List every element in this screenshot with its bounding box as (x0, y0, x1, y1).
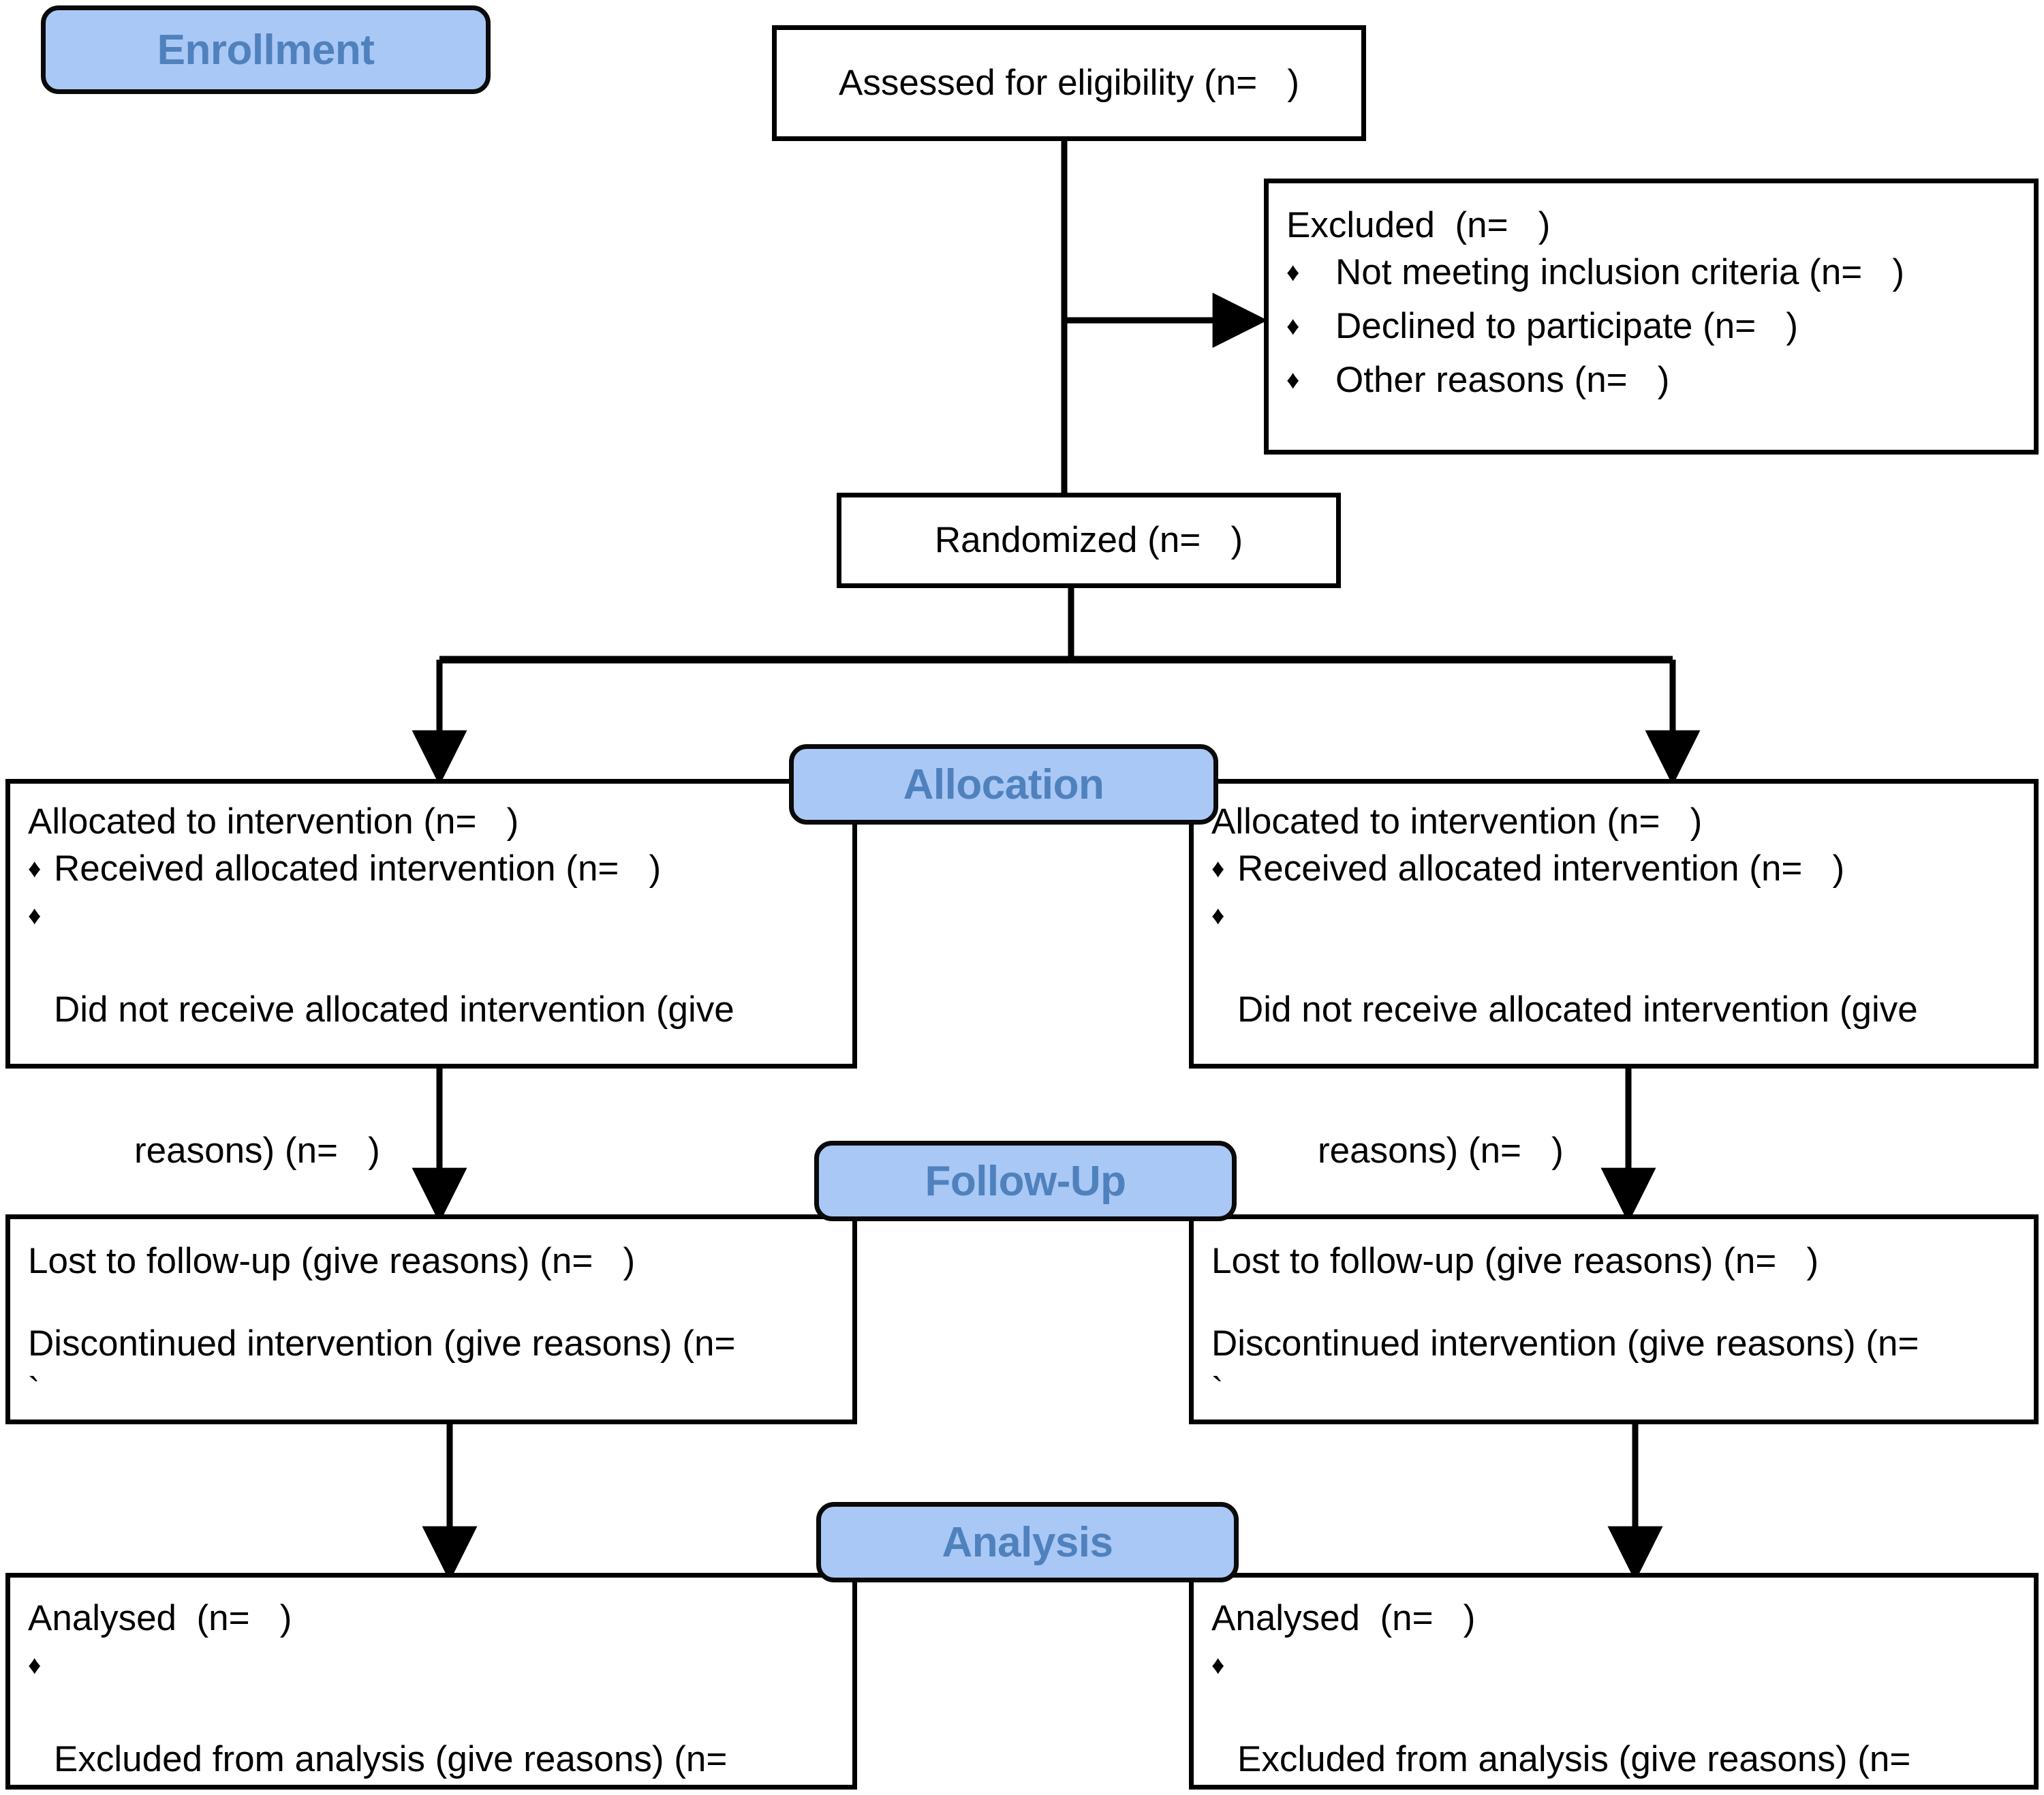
box-allocated-right: Allocated to intervention (n= ) ♦ Receiv… (1189, 779, 2039, 1171)
analysed-left-excluded-item: ♦ Excluded from analysis (give reasons) … (28, 1642, 835, 1795)
excluded-reason-text: Declined to participate (n= ) (1335, 306, 1799, 347)
followup-right-discontinued-line1: Discontinued intervention (give reasons)… (1211, 1323, 1919, 1364)
allocated-right-heading: Allocated to intervention (n= ) (1211, 801, 1703, 842)
excluded-reason-item: ♦ Other reasons (n= ) (1286, 357, 2016, 404)
stage-badge-analysis-label: Analysis (942, 1518, 1113, 1566)
randomized-text: Randomized (n= ) (934, 519, 1243, 560)
excluded-reason-item: ♦ Declined to participate (n= ) (1286, 303, 2016, 350)
excluded-reason-item: ♦ Not meeting inclusion criteria (n= ) (1286, 249, 2016, 296)
diamond-bullet-icon: ♦ (28, 902, 42, 931)
stage-badge-allocation-label: Allocation (903, 761, 1104, 808)
diamond-bullet-icon: ♦ (1286, 366, 1300, 395)
stage-badge-allocation: Allocation (789, 744, 1218, 825)
stage-badge-followup: Follow-Up (814, 1141, 1237, 1221)
followup-left-lost-text: Lost to follow-up (give reasons) (n= ) (28, 1241, 636, 1281)
allocated-right-received-text: Received allocated intervention (n= ) (1237, 848, 1845, 889)
followup-right-spacer (1211, 1285, 2016, 1321)
diamond-bullet-icon: ♦ (1286, 312, 1300, 341)
followup-left-spacer (28, 1285, 835, 1321)
allocated-right-received-item: ♦ Received allocated intervention (n= ) (1211, 846, 2016, 893)
box-allocated-left: Allocated to intervention (n= ) ♦ Receiv… (5, 779, 857, 1171)
stage-badge-enrollment: Enrollment (41, 5, 491, 94)
box-excluded: Excluded (n= ) ♦ Not meeting inclusion c… (1264, 179, 2039, 455)
diamond-bullet-icon: ♦ (1211, 902, 1225, 931)
excluded-heading: Excluded (n= ) (1286, 205, 1551, 245)
diamond-bullet-icon: ♦ (28, 1651, 42, 1680)
analysed-right-excluded-item: ♦ Excluded from analysis (give reasons) … (1211, 1642, 2016, 1795)
box-randomized: Randomized (n= ) (837, 493, 1341, 588)
allocated-left-heading: Allocated to intervention (n= ) (28, 801, 519, 842)
stage-badge-followup-label: Follow-Up (925, 1157, 1126, 1205)
box-analysed-right: Analysed (n= ) ♦ Excluded from analysis … (1189, 1573, 2039, 1790)
allocated-right-not-received-item: ♦ Did not receive allocated intervention… (1211, 893, 2016, 1268)
allocated-left-received-item: ♦ Received allocated intervention (n= ) (28, 846, 835, 893)
followup-right-discontinued-line2: ` (1211, 1370, 1224, 1411)
diamond-bullet-icon: ♦ (1286, 258, 1300, 287)
allocated-left-received-text: Received allocated intervention (n= ) (54, 848, 662, 889)
diamond-bullet-icon: ♦ (1211, 1651, 1225, 1680)
allocated-left-not-received-item: ♦ Did not receive allocated intervention… (28, 893, 835, 1268)
analysed-right-excluded-line1: Excluded from analysis (give reasons) (n… (1237, 1738, 1911, 1779)
analysed-left-excluded-line1: Excluded from analysis (give reasons) (n… (54, 1738, 728, 1779)
box-analysed-left: Analysed (n= ) ♦ Excluded from analysis … (5, 1573, 857, 1790)
allocated-left-not-received-line2: reasons) (n= ) (134, 1130, 380, 1171)
followup-left-discontinued-line2: ` (28, 1370, 40, 1411)
allocated-right-not-received-line2: reasons) (n= ) (1318, 1130, 1564, 1171)
assessed-text: Assessed for eligibility (n= ) (838, 62, 1299, 103)
excluded-reason-text: Not meeting inclusion criteria (n= ) (1335, 251, 1905, 292)
followup-left-discontinued-line1: Discontinued intervention (give reasons)… (28, 1323, 736, 1364)
followup-right-lost-text: Lost to follow-up (give reasons) (n= ) (1211, 1241, 1819, 1281)
diamond-bullet-icon: ♦ (1211, 854, 1225, 883)
box-followup-left: Lost to follow-up (give reasons) (n= ) D… (5, 1214, 857, 1424)
box-assessed-for-eligibility: Assessed for eligibility (n= ) (772, 25, 1366, 141)
excluded-reason-text: Other reasons (n= ) (1335, 360, 1670, 401)
diamond-bullet-icon: ♦ (28, 854, 42, 883)
stage-badge-analysis: Analysis (816, 1502, 1239, 1582)
analysed-right-heading: Analysed (n= ) (1211, 1598, 1476, 1638)
analysed-left-heading: Analysed (n= ) (28, 1598, 292, 1638)
allocated-left-not-received-line1: Did not receive allocated intervention (… (54, 989, 734, 1030)
stage-badge-enrollment-label: Enrollment (157, 26, 375, 74)
allocated-right-not-received-line1: Did not receive allocated intervention (… (1237, 989, 1918, 1030)
box-followup-right: Lost to follow-up (give reasons) (n= ) D… (1189, 1214, 2039, 1424)
